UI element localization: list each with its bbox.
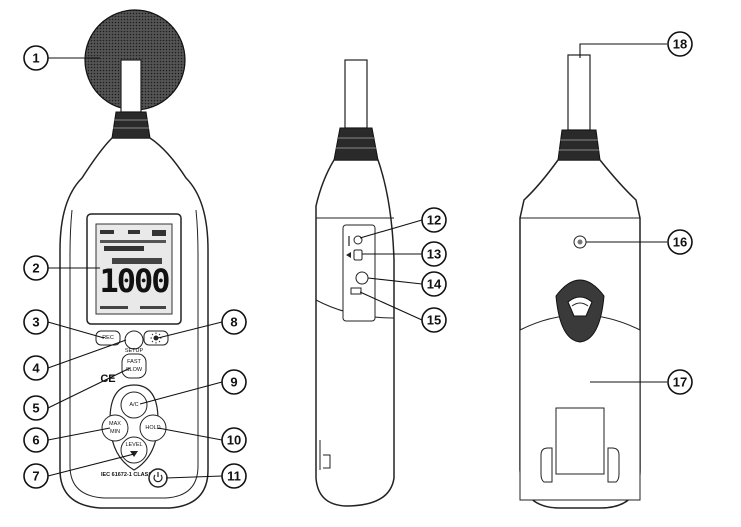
svg-text:8: 8 — [230, 315, 237, 330]
level-button[interactable] — [120, 436, 148, 464]
callout-2: 2 — [23, 255, 49, 281]
hold-button-label: HOLD — [145, 425, 160, 431]
power-button[interactable] — [148, 468, 168, 488]
hold-button[interactable] — [139, 414, 167, 442]
svg-text:15: 15 — [427, 313, 441, 328]
front-view: 1000 REC SETUP FAST SLOW CE A/C MAX MIN … — [59, 9, 209, 509]
callout-14: 14 — [421, 271, 447, 297]
svg-text:12: 12 — [427, 213, 441, 228]
svg-text:18: 18 — [673, 37, 687, 52]
backlight-icon — [150, 332, 162, 344]
svg-text:13: 13 — [427, 247, 441, 262]
back-collar — [557, 129, 601, 161]
max-min-label-top: MAX — [109, 421, 121, 427]
side-body — [315, 159, 395, 507]
svg-text:7: 7 — [32, 469, 39, 484]
svg-text:5: 5 — [32, 401, 39, 416]
ac-button-label: A/C — [129, 402, 138, 408]
wireless-icon — [567, 296, 593, 317]
fast-slow-label-bottom: SLOW — [126, 367, 143, 373]
callout-12: 12 — [421, 207, 447, 233]
callout-16: 16 — [667, 229, 693, 255]
callout-6: 6 — [23, 427, 49, 453]
callout-9: 9 — [221, 369, 247, 395]
back-mic-stem — [567, 54, 591, 131]
callout-5: 5 — [23, 395, 49, 421]
callout-11: 11 — [221, 463, 247, 489]
side-view — [315, 59, 395, 507]
callout-18: 18 — [667, 31, 693, 57]
svg-text:11: 11 — [227, 469, 241, 484]
svg-text:10: 10 — [227, 433, 241, 448]
svg-text:16: 16 — [673, 235, 687, 250]
microphone-collar — [111, 111, 151, 139]
callout-7: 7 — [23, 463, 49, 489]
microphone-stem — [120, 59, 142, 113]
side-usb-port-13[interactable] — [353, 249, 363, 261]
leader-lines — [47, 43, 667, 479]
rec-button[interactable] — [95, 330, 121, 346]
setup-button[interactable] — [124, 330, 144, 350]
rec-button-label: REC — [102, 335, 114, 341]
svg-text:9: 9 — [230, 375, 237, 390]
battery-door — [555, 407, 605, 475]
max-min-button[interactable] — [101, 414, 129, 442]
lcd-display — [95, 223, 173, 315]
power-icon — [153, 472, 163, 483]
standard-label: IEC 61672-1 CLASS2 — [101, 472, 155, 478]
ac-button[interactable] — [120, 391, 148, 419]
callout-17: 17 — [667, 369, 693, 395]
lcd-digits: 1000 — [99, 262, 169, 300]
fast-slow-label-top: FAST — [127, 359, 141, 365]
svg-text:14: 14 — [427, 277, 442, 292]
svg-text:3: 3 — [32, 315, 39, 330]
callout-1: 1 — [23, 45, 49, 71]
callout-15: 15 — [421, 307, 447, 333]
back-view — [519, 54, 641, 509]
side-jack-14[interactable] — [355, 271, 369, 285]
side-collar — [333, 127, 379, 161]
setup-button-label: SETUP — [125, 348, 144, 354]
svg-text:1: 1 — [32, 51, 39, 66]
callout-13: 13 — [421, 241, 447, 267]
callout-8: 8 — [221, 309, 247, 335]
svg-text:6: 6 — [32, 433, 39, 448]
callout-3: 3 — [23, 309, 49, 335]
svg-text:2: 2 — [32, 261, 39, 276]
svg-text:4: 4 — [32, 361, 40, 376]
svg-text:17: 17 — [673, 375, 687, 390]
fast-slow-button[interactable] — [121, 353, 147, 379]
side-mic-stem — [344, 59, 368, 129]
callout-4: 4 — [23, 355, 49, 381]
level-button-label: LEVEL — [125, 442, 142, 448]
callout-10: 10 — [221, 427, 247, 453]
side-switch-15[interactable] — [350, 287, 362, 295]
max-min-label-bottom: MIN — [110, 429, 120, 435]
